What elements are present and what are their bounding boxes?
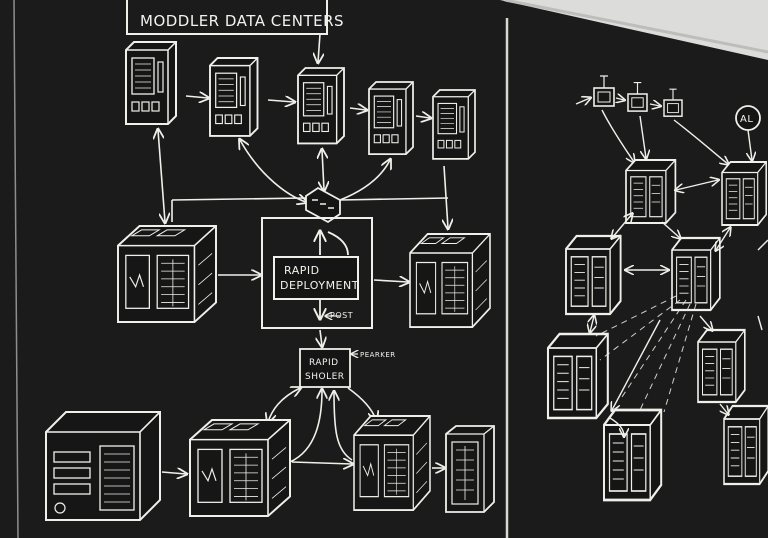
cluster-node-bottom-right bbox=[722, 404, 768, 486]
server-cube-bottom-left bbox=[45, 411, 161, 521]
rapid-deployment-line1: RAPID bbox=[284, 264, 320, 277]
hub-switch bbox=[305, 186, 341, 224]
server-cube-left bbox=[117, 225, 217, 324]
ai-node-label: AL bbox=[740, 114, 753, 125]
rapid-sholer-box bbox=[299, 348, 351, 388]
post-label: POST bbox=[330, 311, 353, 320]
title-box bbox=[126, 0, 328, 35]
server-rack-4 bbox=[368, 81, 414, 156]
rapid-sholer-line1: RAPID bbox=[309, 358, 339, 368]
rapid-deployment-line2: DEPLOYMENT bbox=[280, 279, 359, 292]
rapid-sholer-line2: SHOLER bbox=[305, 372, 345, 382]
server-rack-1 bbox=[125, 41, 177, 125]
server-rack-5 bbox=[432, 89, 476, 160]
endpoint-node-ai: AL bbox=[735, 105, 761, 131]
server-cube-bottom-right bbox=[353, 415, 431, 512]
pearker-label: PEARKER bbox=[360, 351, 396, 359]
board-left-edge bbox=[13, 0, 19, 538]
rapid-deployment-box bbox=[273, 256, 359, 300]
cluster-node-top bbox=[625, 159, 677, 224]
cluster-dashed-links bbox=[595, 295, 697, 413]
title-text: MODDLER DATA CENTERS bbox=[140, 12, 344, 30]
cluster-node-lower-left bbox=[546, 332, 610, 420]
board-frame-corner bbox=[500, 0, 768, 60]
server-tower-bottom bbox=[445, 425, 495, 513]
server-rack-3 bbox=[297, 67, 345, 145]
server-cube-right bbox=[409, 233, 491, 329]
server-cube-bottom-mid bbox=[189, 419, 291, 518]
cluster-node-lower-right bbox=[696, 328, 746, 404]
cluster-node-center bbox=[670, 236, 721, 312]
cluster-node-top-right bbox=[721, 161, 768, 226]
cluster-node-bottom bbox=[602, 408, 663, 502]
server-rack-2 bbox=[209, 57, 259, 137]
cluster-node-left bbox=[564, 234, 622, 316]
